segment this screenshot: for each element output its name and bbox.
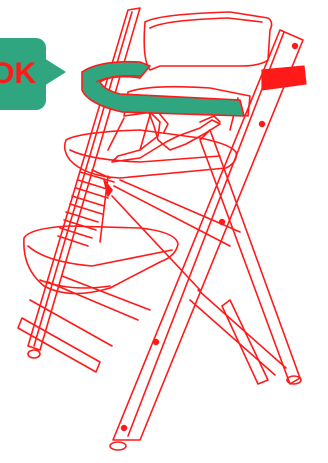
callout-pointer-icon	[44, 58, 66, 86]
height-clamp	[262, 66, 306, 90]
ok-callout-badge: OK	[0, 38, 46, 110]
ok-label: OK	[0, 54, 36, 94]
safety-bar-icon	[82, 62, 244, 116]
rear-leg-right	[222, 300, 268, 384]
